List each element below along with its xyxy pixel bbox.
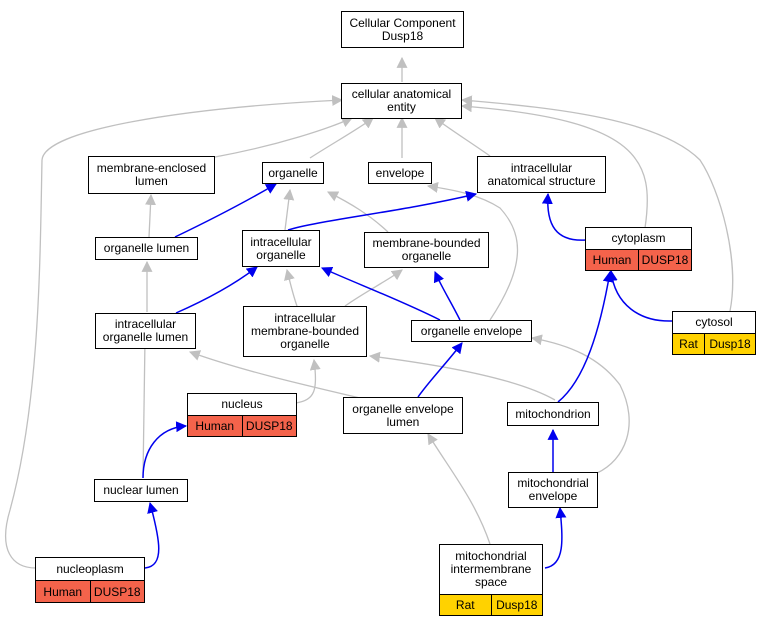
edge-membounded-to-organelle	[327, 191, 389, 233]
node-label: cytosol	[673, 312, 755, 334]
node-label: nucleus	[188, 394, 296, 416]
species-tag: Human	[586, 250, 638, 270]
node-membrane-bounded-organelle[interactable]: membrane-bounded organelle	[364, 232, 489, 268]
annotation-row: Rat Dusp18	[673, 334, 755, 354]
edge-introrglumen-partof-introrg	[175, 266, 258, 314]
node-intracellular-organelle[interactable]: intracellular organelle	[242, 230, 320, 267]
edge-nuclearlumen-partof-nucleus	[142, 421, 188, 479]
edge-intramembound-to-introrg	[284, 268, 298, 307]
gene-tag: Dusp18	[490, 595, 542, 615]
edge-orgenvelope-to-envelope	[426, 182, 519, 321]
node-label: cytoplasm	[586, 228, 691, 250]
node-nuclear-lumen[interactable]: nuclear lumen	[94, 479, 188, 502]
edge-cytosol-partof-cytoplasm	[606, 269, 673, 322]
species-tag: Rat	[440, 595, 491, 615]
node-label: mitochondrial intermembrane space	[440, 545, 542, 595]
edge-orgenvelope-partof-membounded	[433, 270, 461, 321]
node-cytoplasm[interactable]: cytoplasm Human DUSP18	[585, 227, 692, 271]
edge-intrastruct-to-anatomical	[434, 117, 491, 157]
annotation-row: Rat Dusp18	[440, 595, 542, 615]
gene-tag: Dusp18	[704, 334, 755, 354]
species-tag: Human	[36, 581, 90, 602]
edge-orglumen-to-memlumen	[145, 193, 157, 238]
node-organelle[interactable]: organelle	[262, 162, 324, 184]
edge-intramembound-to-membounded	[344, 269, 403, 307]
node-organelle-envelope-lumen[interactable]: organelle envelope lumen	[343, 397, 463, 434]
node-intracellular-anatomical-structure[interactable]: intracellular anatomical structure	[477, 156, 606, 193]
edge-mitoims-to-orgenvlumen	[427, 433, 491, 545]
species-tag: Rat	[673, 334, 704, 354]
node-mitochondrial-envelope[interactable]: mitochondrial envelope	[508, 472, 598, 508]
node-cellular-component-root[interactable]: Cellular Component Dusp18	[341, 11, 464, 48]
edge-introrg-partof-intrastruct	[287, 190, 478, 231]
edge-mitoenvelope-to-orgenvelope	[530, 334, 630, 474]
gene-tag: DUSP18	[241, 416, 296, 436]
annotation-row: Human DUSP18	[36, 581, 144, 602]
node-organelle-lumen[interactable]: organelle lumen	[95, 237, 198, 260]
node-mitochondrial-intermembrane-space[interactable]: mitochondrial intermembrane space Rat Du…	[439, 544, 543, 616]
edge-introrg-to-organelle	[283, 188, 295, 231]
gene-tag: DUSP18	[89, 581, 144, 602]
edge-orgenvlumen-partof-orgenvelope	[417, 342, 463, 398]
node-label: nucleoplasm	[36, 558, 144, 581]
edge-nucleoplasm-to-anatomical	[5, 94, 344, 569]
edge-mito-partof-cytoplasm	[557, 270, 614, 403]
node-envelope[interactable]: envelope	[368, 162, 432, 184]
edge-mito-to-intramembound	[368, 351, 556, 401]
annotation-row: Human DUSP18	[586, 250, 691, 270]
node-cytosol[interactable]: cytosol Rat Dusp18	[672, 311, 756, 355]
edge-nucleus-to-intramembound	[295, 358, 321, 404]
edge-nuclearlumen-to-introrglumen	[139, 337, 151, 479]
edge-cytosol-to-anatomical	[460, 95, 734, 312]
edge-memlumen-to-anatomical	[214, 117, 354, 158]
edge-orgenvelope-partof-introrg	[320, 267, 441, 321]
node-cellular-anatomical-entity[interactable]: cellular anatomical entity	[341, 83, 462, 119]
node-nucleus[interactable]: nucleus Human DUSP18	[187, 393, 297, 437]
edge-organelle-to-anatomical	[309, 117, 374, 159]
node-intracellular-membrane-bounded-organelle[interactable]: intracellular membrane-bounded organelle	[243, 306, 367, 357]
node-mitochondrion[interactable]: mitochondrion	[507, 402, 599, 426]
edge-cytoplasm-partof-intrastruct	[541, 192, 587, 241]
node-organelle-envelope[interactable]: organelle envelope	[411, 320, 532, 342]
species-tag: Human	[188, 416, 242, 436]
node-intracellular-organelle-lumen[interactable]: intracellular organelle lumen	[95, 313, 196, 349]
edge-orglumen-partof-organelle	[174, 183, 277, 238]
node-nucleoplasm[interactable]: nucleoplasm Human DUSP18	[35, 557, 145, 603]
edge-cytoplasm-to-anatomical	[460, 101, 648, 229]
gene-tag: DUSP18	[638, 250, 691, 270]
node-membrane-enclosed-lumen[interactable]: membrane-enclosed lumen	[88, 156, 215, 194]
edge-orgenvlumen-to-introrglumen	[188, 350, 361, 399]
edge-mitoims-partof-mitoenvelope	[544, 506, 567, 569]
edge-nucleoplasm-partof-nuclearlumen	[144, 501, 160, 569]
annotation-row: Human DUSP18	[188, 416, 296, 436]
